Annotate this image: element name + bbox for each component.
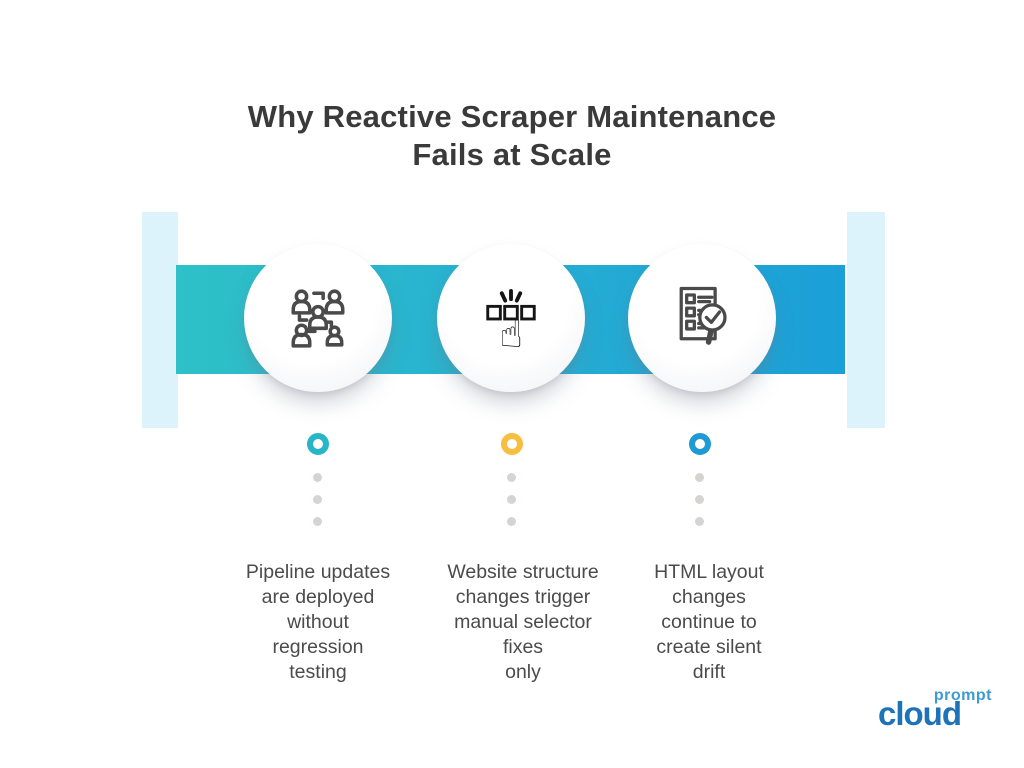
step-description-2: Website structure changes trigger manual… (447, 561, 599, 683)
infographic-title: Why Reactive Scraper Maintenance Fails a… (247, 99, 777, 172)
click-selection-icon: ☝ (480, 284, 542, 352)
band-left-cap (142, 212, 178, 428)
band-right-cap (847, 212, 885, 428)
connector-dot (313, 473, 322, 482)
brand-logo-cloud: cloud (878, 695, 962, 732)
connector-dot (507, 517, 516, 526)
connector-dot (313, 517, 322, 526)
connector-dot (695, 495, 704, 504)
connector-dot (313, 495, 322, 504)
team-network-icon (285, 285, 351, 351)
step-circle-2: ☝ (437, 244, 585, 392)
connector-dot (507, 473, 516, 482)
step-description-3: HTML layout changes continue to create s… (654, 561, 764, 683)
step-circle-1 (244, 244, 392, 392)
svg-text:☝: ☝ (499, 312, 523, 352)
brand-logo-prompt: prompt (933, 687, 992, 704)
connector-dot (695, 517, 704, 526)
gear-icon (954, 694, 958, 697)
checklist-audit-icon (667, 283, 737, 353)
step-marker-ring-1 (307, 433, 329, 455)
brand-logo: prompt cloud ☁ (878, 687, 993, 740)
step-marker-ring-3 (689, 433, 711, 455)
connector-dot (507, 495, 516, 504)
step-circle-3 (628, 244, 776, 392)
step-description-1: Pipeline updates are deployed without re… (245, 561, 391, 683)
cloud-icon: ☁ (980, 711, 993, 726)
connector-dot (695, 473, 704, 482)
step-marker-ring-2 (501, 433, 523, 455)
